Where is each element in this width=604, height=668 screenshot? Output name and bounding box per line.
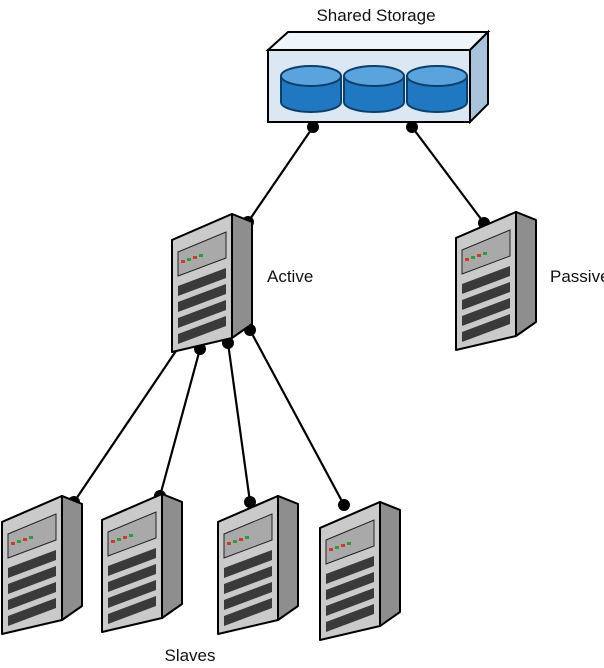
active-label: Active	[267, 267, 313, 286]
link-storage-passive	[411, 126, 485, 224]
server-tower-icon	[455, 211, 537, 351]
link-active-slave-4	[249, 329, 345, 506]
server-tower-icon	[101, 493, 183, 633]
active-server	[171, 213, 253, 353]
storage-label: Shared Storage	[316, 6, 435, 25]
server-tower-icon	[217, 495, 299, 635]
connector-dots	[68, 121, 490, 511]
link-active-slave-2	[158, 348, 202, 497]
server-tower-icon	[171, 213, 253, 353]
server-tower-icon	[319, 501, 401, 641]
connections	[73, 126, 485, 506]
link-storage-active	[247, 126, 314, 223]
slave-servers	[1, 493, 401, 641]
server-tower-icon	[1, 495, 83, 635]
storage-array-icon	[265, 31, 491, 51]
shared-storage	[265, 29, 491, 125]
link-active-slave-3	[226, 342, 252, 503]
passive-server	[455, 211, 537, 351]
passive-label: Passive	[550, 267, 604, 286]
link-active-slave-1	[73, 344, 181, 503]
slaves-label: Slaves	[164, 646, 215, 665]
